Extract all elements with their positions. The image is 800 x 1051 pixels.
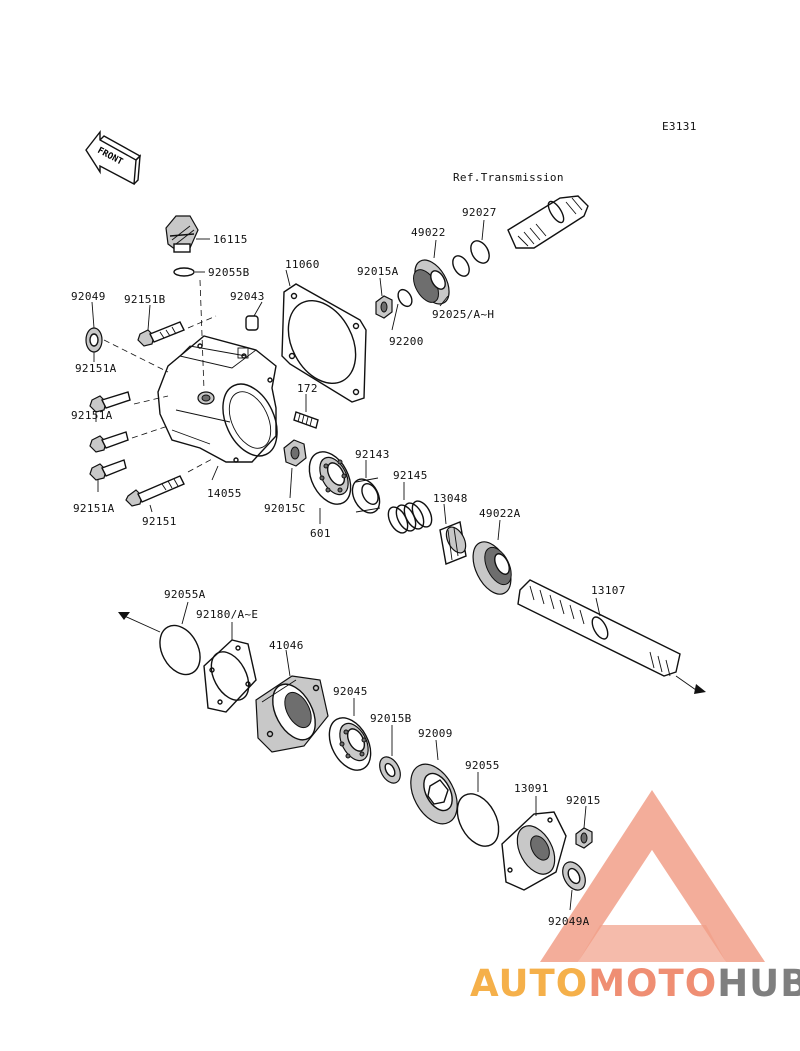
label-92015B: 92015B <box>370 712 412 725</box>
part-92015A-nut <box>375 295 393 319</box>
label-92009: 92009 <box>418 727 453 740</box>
part-92145-spring <box>387 500 433 534</box>
label-92055A: 92055A <box>164 588 206 601</box>
part-92151-long-bolt <box>125 475 185 507</box>
label-92043: 92043 <box>230 290 265 303</box>
part-92015C-nut <box>283 439 307 467</box>
label-13107: 13107 <box>591 584 626 597</box>
part-92151B-bolt <box>137 321 185 347</box>
label-92151B: 92151B <box>124 293 166 306</box>
label-92151: 92151 <box>142 515 177 528</box>
watermark-text-moto: MOTO <box>588 962 718 1005</box>
part-49022-bevel-gear <box>413 259 450 305</box>
label-92055: 92055 <box>465 759 500 772</box>
part-92055A-o-ring <box>159 624 201 676</box>
watermark-triangle-logo <box>540 790 765 962</box>
part-92151A-bolt-lower <box>89 459 127 481</box>
part-92009-oil-seal <box>410 763 458 825</box>
part-13048-sleeve <box>439 521 467 565</box>
part-172-stud <box>293 411 319 429</box>
front-arrow-icon: FRONT <box>85 129 142 186</box>
part-16115-filler-plug <box>165 215 199 253</box>
label-92049A: 92049A <box>548 915 590 928</box>
part-92151A-bolt-upper <box>89 391 131 413</box>
label-92027: 92027 <box>462 206 497 219</box>
label-172: 172 <box>297 382 318 395</box>
part-92143-collar <box>351 477 381 514</box>
label-92049: 92049 <box>71 290 106 303</box>
label-92015A: 92015A <box>357 265 399 278</box>
part-92025-shim <box>452 255 470 277</box>
part-13091-retainer <box>501 811 567 891</box>
label-49022A: 49022A <box>479 507 521 520</box>
label-16115: 16115 <box>213 233 248 246</box>
arrow-left-icon <box>118 612 130 620</box>
part-41046-bearing-housing <box>255 675 329 753</box>
label-92200: 92200 <box>389 335 424 348</box>
label-92025: 92025/A~H <box>432 308 494 321</box>
watermark-brand-text: AUTOMOTOHUB <box>470 962 800 1005</box>
label-92151A-mid: 92151A <box>71 409 113 422</box>
label-92045: 92045 <box>333 685 368 698</box>
part-92055B-o-ring <box>173 267 195 277</box>
part-92180-shim <box>203 639 257 713</box>
label-41046: 41046 <box>269 639 304 652</box>
part-49022A-bevel-gear <box>472 541 512 595</box>
label-49022: 49022 <box>411 226 446 239</box>
part-92027-washer <box>470 240 490 264</box>
part-92151A-bolt-middle <box>89 431 129 453</box>
label-92055B: 92055B <box>208 266 250 279</box>
part-92043-dowel-pin <box>245 315 259 331</box>
watermark-text-auto: AUTO <box>470 962 589 1005</box>
label-14055: 14055 <box>207 487 242 500</box>
label-92015C: 92015C <box>264 502 306 515</box>
label-92180: 92180/A~E <box>196 608 258 621</box>
label-11060: 11060 <box>285 258 320 271</box>
label-92015: 92015 <box>566 794 601 807</box>
label-92151A-top: 92151A <box>75 362 117 375</box>
label-13048: 13048 <box>433 492 468 505</box>
label-601: 601 <box>310 527 331 540</box>
part-92015-nut <box>575 827 593 849</box>
part-13107-output-shaft <box>517 579 681 677</box>
label-92143: 92143 <box>355 448 390 461</box>
part-11060-gasket <box>281 283 367 403</box>
part-601-ball-bearing <box>308 451 352 505</box>
part-92200-washer <box>397 288 413 308</box>
ref-transmission-label: Ref.Transmission <box>453 171 564 184</box>
label-92151A-bottom: 92151A <box>73 502 115 515</box>
diagram-code: E3131 <box>662 120 697 133</box>
label-13091: 13091 <box>514 782 549 795</box>
part-92045-ball-bearing <box>328 717 372 771</box>
arrow-right-icon <box>694 684 706 694</box>
part-92055-o-ring <box>456 793 500 847</box>
label-92145: 92145 <box>393 469 428 482</box>
watermark-text-hub: HUB <box>717 962 800 1005</box>
ref-transmission-shaft <box>507 195 589 249</box>
part-14055-gear-case <box>157 335 278 463</box>
